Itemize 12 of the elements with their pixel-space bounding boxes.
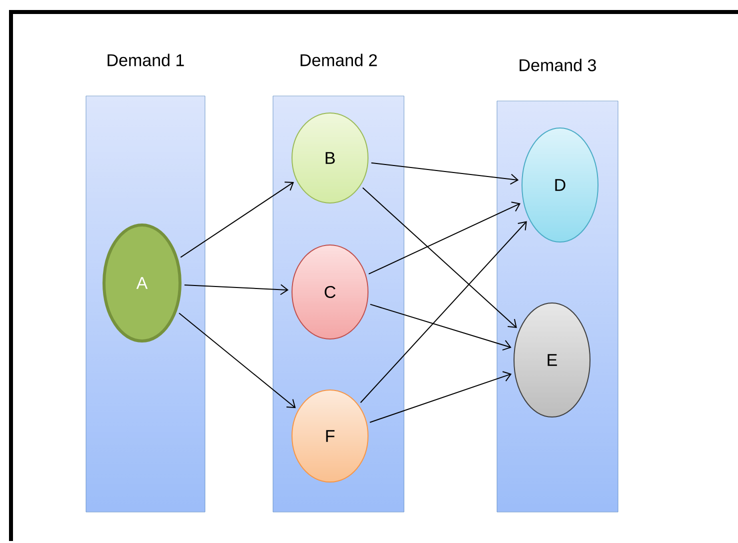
arrow: [362, 187, 517, 328]
arrow: [370, 162, 519, 185]
column-heading: Demand 2: [300, 54, 377, 66]
arrow: [180, 182, 294, 258]
arrow: [368, 202, 521, 274]
arrow: [369, 371, 512, 423]
arrow: [178, 312, 296, 408]
arrow: [184, 284, 289, 296]
arrow: [370, 304, 512, 351]
column-heading: Demand 3: [520, 58, 596, 72]
column-heading: Demand 1: [108, 54, 184, 66]
arrow: [360, 221, 527, 404]
